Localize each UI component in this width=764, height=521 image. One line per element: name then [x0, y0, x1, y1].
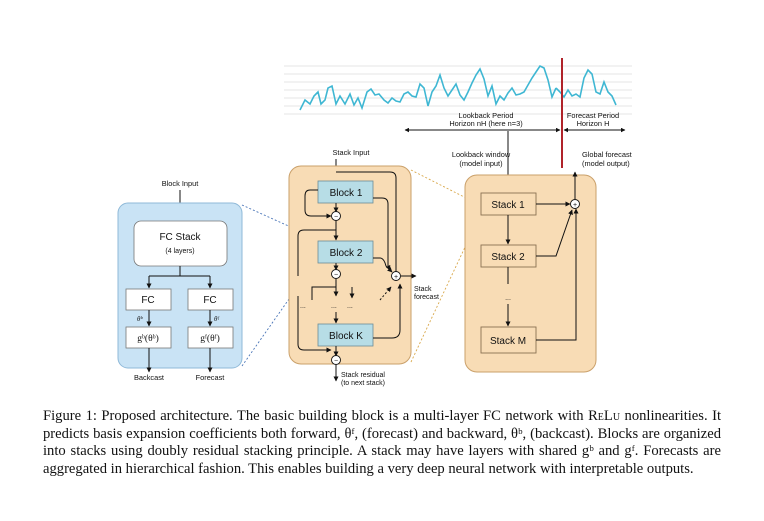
block-k-subtract-node — [331, 355, 341, 365]
stack-residual-label-1: Stack residual — [341, 372, 385, 379]
fc-stack-sublabel: (4 layers) — [165, 248, 194, 255]
stack-dots-mid: ... — [331, 303, 337, 310]
stack-forecast-label-2: forecast — [414, 294, 439, 301]
model-panel: Lookback window (model input) Global for… — [452, 131, 632, 373]
fc-backcast-label: FC — [141, 295, 154, 306]
svg-text:−: − — [334, 272, 338, 279]
svg-text:+: + — [394, 274, 398, 281]
lookback-series-line — [299, 64, 557, 111]
stack-forecast-sum-node — [391, 271, 401, 281]
stack-input-label: Stack Input — [333, 148, 370, 157]
block-panel: Block Input FC Stack (4 layers) FC FC θᵇ… — [117, 179, 243, 382]
theta-f-label: θᶠ — [214, 315, 220, 323]
svg-text:−: − — [334, 358, 338, 365]
block-1-box — [317, 180, 374, 204]
stack-dots-left: ... — [300, 303, 306, 310]
stack-residual-label-2: (to next stack) — [341, 380, 385, 387]
caption-part-1: Figure 1: Proposed architecture. The bas… — [43, 408, 589, 424]
stack-2-label: Stack 2 — [491, 252, 525, 263]
forecast-horizon-label: Horizon H — [577, 119, 610, 128]
svg-text:+: + — [573, 202, 577, 209]
forecast-label: Forecast — [196, 373, 225, 382]
block-1-label: Block 1 — [330, 188, 363, 199]
timeseries-panel: Lookback Period Horizon nH (here n=3) Fo… — [284, 58, 632, 168]
stack-m-label: Stack M — [490, 336, 526, 347]
block-input-label: Block Input — [162, 179, 199, 188]
backcast-label: Backcast — [134, 373, 164, 382]
block-2-subtract-node — [331, 269, 341, 279]
block-k-box — [317, 323, 374, 347]
global-forecast-label-1: Global forecast — [582, 150, 632, 159]
global-forecast-label-2: (model output) — [582, 159, 630, 168]
stack-dots: ... — [505, 295, 511, 302]
fc-forecast-label: FC — [203, 295, 216, 306]
figure-caption: Figure 1: Proposed architecture. The bas… — [43, 408, 721, 478]
block-k-label: Block K — [329, 331, 363, 342]
architecture-figure: Lookback Period Horizon nH (here n=3) Fo… — [117, 58, 632, 387]
stack-1-label: Stack 1 — [491, 200, 525, 211]
block-2-box — [317, 240, 374, 264]
stack-forecast-label-1: Stack — [414, 286, 432, 293]
lookback-period-label: Lookback Period — [458, 111, 513, 120]
forecast-period-label: Forecast Period — [567, 111, 619, 120]
forecast-series-line — [555, 68, 617, 106]
lookback-horizon-label: Horizon nH (here n=3) — [449, 119, 522, 128]
fc-stack-box — [133, 220, 228, 267]
lookback-window-label-2: (model input) — [459, 159, 502, 168]
svg-text:−: − — [334, 214, 338, 221]
caption-part-2: nonlinearities. It predicts basis expans… — [43, 408, 722, 477]
caption-relu: ReLu — [588, 408, 621, 424]
theta-b-label: θᵇ — [137, 315, 143, 323]
stack-panel: Stack Input Block 1 − Block 2 − + Stack … — [288, 148, 439, 387]
fc-stack-label: FC Stack — [159, 232, 201, 243]
lookback-window-label-1: Lookback window — [452, 150, 511, 159]
gf-label: gᶠ(θᶠ) — [200, 333, 220, 344]
stack-dots-right: ... — [347, 303, 353, 310]
block-2-label: Block 2 — [330, 248, 363, 259]
block-1-subtract-node — [331, 211, 341, 221]
gb-label: gᵇ(θᵇ) — [137, 333, 159, 344]
